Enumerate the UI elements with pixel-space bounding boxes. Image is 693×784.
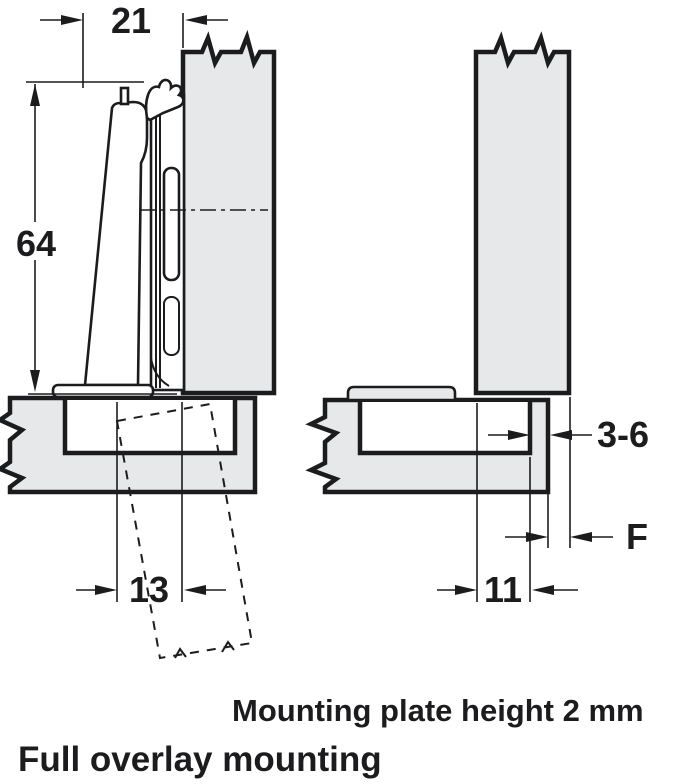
cabinet-panel-notch xyxy=(357,402,533,456)
dim-label-21: 21 xyxy=(111,0,151,41)
dimension-64: 64 xyxy=(16,81,177,395)
arrowhead xyxy=(95,585,117,595)
hinge-boss xyxy=(144,78,185,122)
arrowhead xyxy=(550,430,572,440)
arrowhead xyxy=(455,585,477,595)
cabinet-panel-notch xyxy=(62,400,238,456)
hinge-cup-slot xyxy=(162,166,181,282)
hinge-flange xyxy=(51,383,155,399)
right-view: 3-6 F 11 xyxy=(305,31,649,610)
drill-template-mark xyxy=(221,640,235,653)
dimension-3-6: 3-6 xyxy=(488,414,649,455)
dim-label-3-6: 3-6 xyxy=(597,414,649,455)
drill-template-mark xyxy=(174,647,187,659)
arrowhead xyxy=(184,585,206,595)
drill-template-outline xyxy=(115,402,254,660)
dim-label-64: 64 xyxy=(16,223,56,264)
dimension-11: 11 xyxy=(437,403,578,610)
hinge-cup-flare xyxy=(150,357,170,387)
arrowhead xyxy=(526,532,548,542)
dimension-13: 13 xyxy=(76,402,226,610)
arrowhead xyxy=(61,15,83,25)
hinge-arm-pin xyxy=(119,86,130,106)
hinge-arm xyxy=(83,100,149,387)
arrowhead xyxy=(508,430,530,440)
drill-template-rect xyxy=(115,402,254,660)
arrowhead xyxy=(185,15,207,25)
mounting-plate xyxy=(346,385,457,402)
arrowhead xyxy=(30,370,40,392)
page-title: Full overlay mounting xyxy=(18,740,382,779)
dimension-F: F xyxy=(505,397,648,557)
arrowhead xyxy=(532,585,554,595)
arrowhead xyxy=(570,532,592,542)
mounting-plate-note: Mounting plate height 2 mm xyxy=(232,693,644,728)
left-view: 21 64 13 xyxy=(0,0,277,660)
door-panel xyxy=(473,31,572,396)
dim-label-11: 11 xyxy=(484,569,522,610)
arrowhead xyxy=(30,84,40,106)
door-panel xyxy=(180,29,277,396)
dim-label-13: 13 xyxy=(129,569,169,610)
dim-label-F: F xyxy=(626,516,648,557)
hinge xyxy=(51,78,186,399)
dimension-21: 21 xyxy=(40,0,228,88)
hinge-cup-slot-lower xyxy=(163,296,180,356)
